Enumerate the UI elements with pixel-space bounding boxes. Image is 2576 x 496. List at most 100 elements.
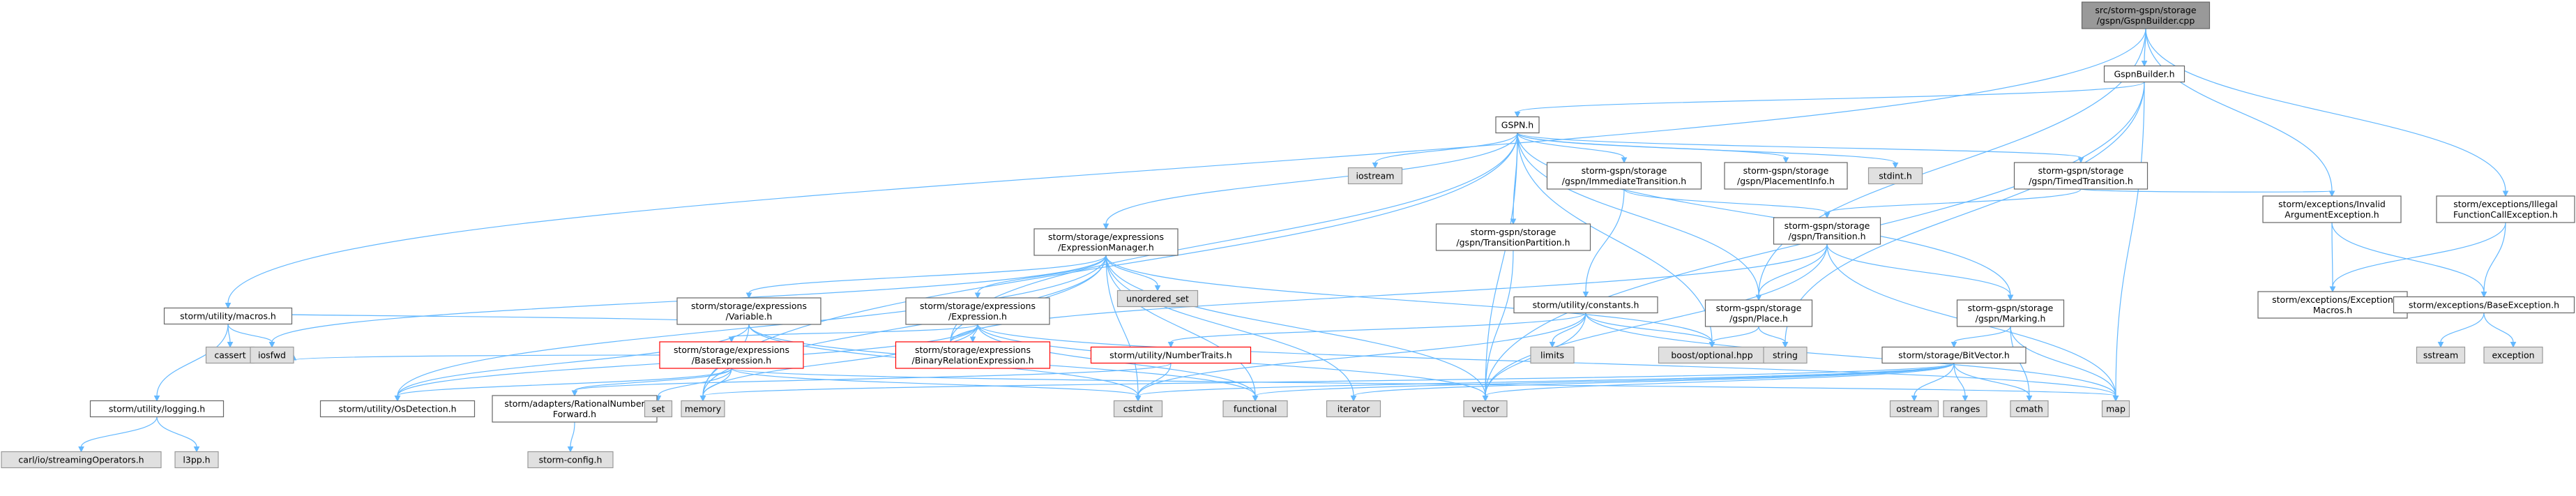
node-variable[interactable]: storm/storage/expressions/Variable.h: [676, 297, 821, 325]
node-baseexpr[interactable]: storm/storage/expressions/BaseExpression…: [659, 341, 804, 369]
node-label: storm-gspn/storage: [1716, 303, 1802, 313]
edge-gspn-to-immtrans: [1517, 133, 1628, 164]
node-boostopt: boost/optional.hpp: [1658, 346, 1766, 364]
node-map: map: [2101, 400, 2130, 418]
node-label: boost/optional.hpp: [1671, 350, 1752, 361]
edge-macros-to-cassert: [227, 324, 234, 348]
node-label: limits: [1540, 350, 1564, 361]
edge-baseexc-to-exception: [2483, 313, 2517, 348]
node-box: [2081, 1, 2211, 29]
node-label: storm-config.h: [539, 455, 603, 465]
node-label: storm/exceptions/Illegal: [2453, 199, 2558, 209]
node-box: [89, 400, 225, 418]
node-logging[interactable]: storm/utility/logging.h: [89, 400, 225, 418]
node-label: ranges: [1950, 404, 1980, 414]
edge-gspnbuilder-to-gspn: [1514, 81, 2145, 118]
node-exprmgr[interactable]: storm/storage/expressions/ExpressionMana…: [1033, 228, 1179, 256]
node-label: storm-gspn/storage: [1471, 227, 1556, 237]
node-baseexc[interactable]: storm/exceptions/BaseException.h: [2393, 296, 2575, 314]
node-iosfwd: iosfwd: [250, 346, 294, 364]
edge-gspn-to-iostream: [1372, 133, 1518, 169]
node-label: storm/exceptions/Invalid: [2278, 199, 2386, 209]
edge-expression-to-baseexpr: [728, 324, 978, 343]
node-illegalfunc[interactable]: storm/exceptions/IllegalFunctionCallExce…: [2436, 195, 2575, 223]
node-marking[interactable]: storm-gspn/storage/gspn/Marking.h: [1956, 299, 2065, 327]
node-numtraits[interactable]: storm/utility/NumberTraits.h: [1090, 346, 1252, 364]
node-label: storm/adapters/RationalNumber: [504, 398, 645, 409]
node-osdetect[interactable]: storm/utility/OsDetection.h: [319, 400, 476, 418]
node-box: [2010, 400, 2049, 418]
edge-gspn-to-place: [1517, 133, 1762, 301]
node-gspnbuilder[interactable]: GspnBuilder.h: [2103, 65, 2185, 83]
node-label: storm/utility/macros.h: [180, 311, 276, 322]
node-gspn[interactable]: GSPN.h: [1495, 116, 1540, 134]
node-memory: memory: [681, 400, 725, 418]
node-box: [2393, 296, 2575, 314]
node-label: storm/utility/NumberTraits.h: [1109, 350, 1232, 361]
node-label: /gspn/ImmediateTransition.h: [1562, 176, 1686, 186]
edge-macros-to-iosfwd: [227, 324, 275, 348]
node-box: [1, 451, 162, 469]
node-label: /BaseExpression.h: [692, 355, 771, 366]
node-expression[interactable]: storm/storage/expressions/Expression.h: [905, 297, 1050, 325]
node-box: [681, 400, 725, 418]
node-label: cassert: [214, 350, 245, 361]
node-box: [1090, 346, 1252, 364]
node-box: [1704, 299, 1813, 327]
node-label: storm/storage/expressions: [920, 301, 1036, 311]
node-label: /gspn/GspnBuilder.cpp: [2097, 15, 2195, 26]
node-transpart[interactable]: storm-gspn/storage/gspn/TransitionPartit…: [1435, 223, 1591, 251]
node-cmath: cmath: [2010, 400, 2049, 418]
node-label: /gspn/TimedTransition.h: [2029, 176, 2133, 186]
node-iterator: iterator: [1326, 400, 1381, 418]
node-label: iterator: [1338, 404, 1370, 414]
edge-baseexpr-to-ratnum: [571, 368, 732, 397]
node-bitvector[interactable]: storm/storage/BitVector.h: [1881, 346, 2026, 364]
node-box: [2013, 162, 2149, 190]
node-label: map: [2106, 404, 2126, 414]
node-label: storm-gspn/storage: [2038, 165, 2124, 176]
node-set: set: [644, 400, 673, 418]
node-invalidarg[interactable]: storm/exceptions/InvalidArgumentExceptio…: [2262, 195, 2402, 223]
edge-root-to-illegalfunc: [2145, 28, 2509, 197]
edge-immtrans-to-constants: [1582, 188, 1625, 298]
node-cstdint: cstdint: [1113, 400, 1163, 418]
node-exception: exception: [2483, 346, 2543, 364]
node-root[interactable]: src/storm-gspn/storage/gspn/GspnBuilder.…: [2081, 1, 2211, 29]
node-label: /gspn/TransitionPartition.h: [1456, 237, 1570, 248]
edge-marking-to-map: [2010, 326, 2119, 402]
node-box: [2262, 195, 2402, 223]
node-immtrans[interactable]: storm-gspn/storage/gspn/ImmediateTransit…: [1546, 162, 1702, 190]
edge-bitvector-to-functional: [1252, 362, 1955, 402]
edge-baseexpr-to-iosfwd: [290, 354, 660, 361]
node-label: sstream: [2423, 350, 2458, 361]
node-box: [1889, 400, 1939, 418]
edge-marking-to-bitvector: [1950, 326, 2011, 348]
node-box: [2416, 346, 2466, 364]
edge-constants-to-limits: [1549, 313, 1586, 348]
node-label: storm/exceptions/Exception: [2272, 294, 2393, 305]
edge-constants-to-numtraits: [1167, 312, 1586, 348]
node-binrel[interactable]: storm/storage/expressions/BinaryRelation…: [895, 341, 1051, 369]
edge-exprmgr-to-variable: [745, 255, 1107, 299]
node-box: [1326, 400, 1381, 418]
node-label: storm/storage/expressions: [674, 345, 789, 355]
node-timedtrans[interactable]: storm-gspn/storage/gspn/TimedTransition.…: [2013, 162, 2149, 190]
node-macros[interactable]: storm/utility/macros.h: [163, 307, 293, 325]
node-l3pp: l3pp.h: [174, 451, 219, 469]
node-place[interactable]: storm-gspn/storage/gspn/Place.h: [1704, 299, 1813, 327]
node-string: string: [1763, 346, 1808, 364]
node-label: cmath: [2015, 404, 2043, 414]
node-constants[interactable]: storm/utility/constants.h: [1513, 296, 1658, 314]
node-box: [1463, 400, 1508, 418]
node-label: /gspn/Transition.h: [1788, 231, 1865, 241]
node-box: [1763, 346, 1808, 364]
node-label: storm/storage/expressions: [691, 301, 807, 311]
node-placeinfo[interactable]: storm-gspn/storage/gspn/PlacementInfo.h: [1724, 162, 1848, 190]
node-transition[interactable]: storm-gspn/storage/gspn/Transition.h: [1773, 217, 1881, 245]
node-box: [527, 451, 614, 469]
node-label: stdint.h: [1879, 171, 1912, 181]
node-box: [659, 341, 804, 369]
